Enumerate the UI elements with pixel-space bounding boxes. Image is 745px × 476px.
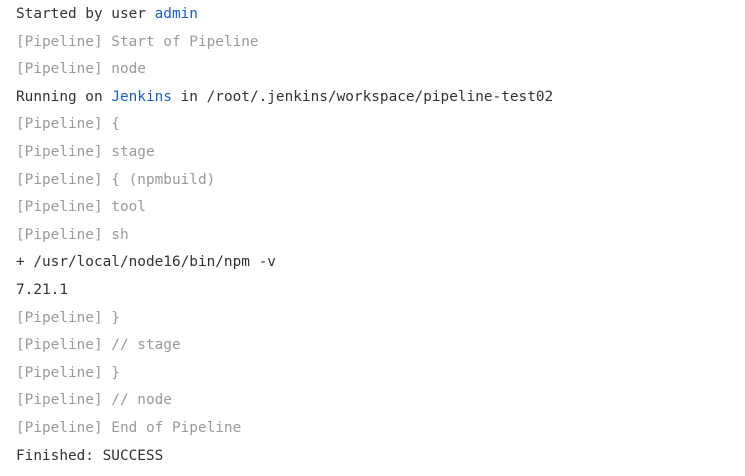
- console-line-pipeline-step: [Pipeline] Start of Pipeline: [16, 33, 259, 50]
- console-line-pipeline-step: [Pipeline] }: [16, 364, 120, 381]
- console-line-pipeline-step: [Pipeline] stage: [16, 143, 155, 160]
- console-line-pipeline-step: [Pipeline] End of Pipeline: [16, 419, 242, 436]
- console-output: Started by user admin [Pipeline] Start of…: [16, 1, 553, 470]
- node-jenkins-link[interactable]: Jenkins: [111, 88, 172, 105]
- running-on-text: Running on: [16, 88, 112, 105]
- console-line-pipeline-step: [Pipeline] // stage: [16, 337, 181, 354]
- console-line-pipeline-step: [Pipeline] {: [16, 116, 120, 133]
- console-line-running-on: Running on Jenkins in /root/.jenkins/wor…: [16, 84, 553, 112]
- console-line-pipeline-step: [Pipeline] tool: [16, 199, 146, 216]
- console-line-started: Started by user admin: [16, 1, 553, 29]
- console-line-command: + /usr/local/node16/bin/npm -v: [16, 254, 276, 271]
- console-line-command-output: 7.21.1: [16, 281, 68, 298]
- console-line-pipeline-step: [Pipeline] node: [16, 61, 146, 78]
- console-line-pipeline-step: [Pipeline] // node: [16, 392, 172, 409]
- console-line-pipeline-step: [Pipeline] }: [16, 309, 120, 326]
- started-by-text: Started by user: [16, 6, 155, 22]
- console-line-finished: Finished: SUCCESS: [16, 447, 164, 464]
- workspace-path-text: in /root/.jenkins/workspace/pipeline-tes…: [171, 88, 554, 105]
- user-admin-link[interactable]: admin: [154, 6, 198, 22]
- console-line-pipeline-step: [Pipeline] sh: [16, 226, 129, 243]
- console-line-pipeline-step: [Pipeline] { (npmbuild): [16, 171, 216, 188]
